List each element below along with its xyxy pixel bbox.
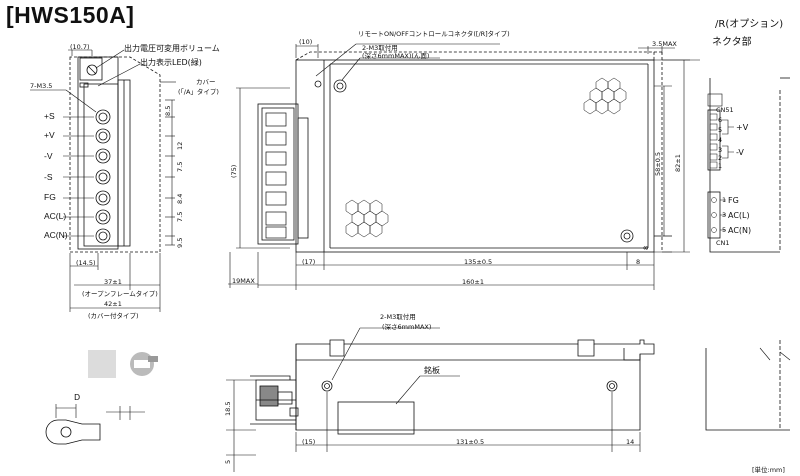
cover-callout: カバー (196, 78, 216, 86)
dim-10: (10) (299, 38, 313, 46)
conn-acn: AC(N) (728, 226, 752, 235)
cover-type-callout: (「/A」タイプ) (178, 88, 219, 96)
dim-82: 82±1 (674, 154, 682, 172)
pitch-dim: 8.5 (164, 105, 172, 116)
pin-number: 5 (718, 126, 723, 134)
volume-callout: 出力電圧可変用ボリューム (124, 44, 220, 53)
dim-42-note: (カバー付タイプ) (88, 312, 139, 320)
terminal-label: FG (44, 192, 56, 202)
m3-top-callout: 2-M3取付用 (362, 44, 398, 52)
pin-number: 3 (718, 146, 723, 154)
conn-acl: AC(L) (728, 211, 750, 220)
conn-fg: FG (728, 196, 739, 205)
pin-number: 3 (722, 211, 727, 219)
m3-bottom-depth: (深さ6mmMAX) (382, 323, 432, 331)
pitch-dim: 7.5 (176, 161, 184, 172)
remote-callout: リモートON/OFFコントロールコネクタ([/R]タイプ) (358, 30, 510, 38)
pitch-dim: 12 (176, 141, 184, 150)
pitch-dim: 8 (642, 245, 650, 250)
product-photo (88, 350, 116, 378)
pin-number: 6 (718, 116, 723, 124)
dim-8: 8 (636, 258, 641, 266)
m3-top-depth: (深さ6mmMAX)(ん面) (362, 52, 430, 60)
unit-note: [単位:mm] (752, 466, 785, 474)
dim-14: 14 (626, 438, 635, 446)
cn1-label: CN1 (716, 239, 730, 247)
safety-mark-logo (130, 352, 158, 376)
pin-number: 2 (718, 154, 723, 162)
pitch-dim: 7.5 (176, 211, 184, 222)
dim-75: (75) (230, 164, 238, 178)
dim-3-5max: 3.5MAX (652, 40, 677, 48)
dim-5: 5 (224, 459, 232, 464)
lug-d-label: D (74, 393, 81, 402)
dim-37: 37±1 (104, 278, 122, 286)
conn-plus-v: +V (736, 123, 749, 132)
m3-bottom-callout: 2-M3取付用 (380, 313, 416, 321)
m35-callout: 7-M3.5 (30, 82, 53, 90)
dim-160: 160±1 (462, 278, 484, 286)
nameplate-callout: 銘板 (424, 366, 440, 375)
terminal-label: AC(N) (44, 230, 68, 240)
dim-10-7: (10.7) (70, 43, 90, 51)
conn-minus-v: -V (736, 148, 744, 157)
dim-42: 42±1 (104, 300, 122, 308)
terminal-label: +S (44, 111, 55, 121)
page-title: [HWS150A] (6, 2, 135, 28)
dim-17: (17) (302, 258, 316, 266)
terminal-label: +V (44, 130, 55, 140)
pin-number: 5 (722, 226, 727, 234)
pin-number: 1 (722, 196, 727, 204)
dim-14-5: (14.5) (76, 259, 96, 267)
option-note: /R(オプション) (715, 19, 784, 30)
dim-18-5: 18.5 (224, 401, 232, 416)
terminal-label: -S (44, 172, 53, 182)
led-callout: 出力表示LED(緑) (140, 58, 202, 67)
pin-number: 1 (718, 162, 723, 170)
dim-58: 58±0.5 (654, 151, 662, 176)
terminal-label: -V (44, 151, 53, 161)
dim-37-note: (オープンフレームタイプ) (82, 290, 158, 298)
terminal-label: AC(L) (44, 211, 67, 221)
connector-part-label: ネクタ部 (712, 37, 752, 48)
pitch-dim: 8.4 (176, 193, 184, 204)
pin-number: 4 (718, 136, 723, 144)
dim-19max: 19MAX (232, 277, 255, 285)
dim-15: (15) (302, 438, 316, 446)
dim-135: 135±0.5 (464, 258, 493, 266)
dim-131: 131±0.5 (456, 438, 485, 446)
pitch-dim: 9.5 (176, 237, 184, 248)
cn51-label: CN51 (716, 106, 734, 114)
